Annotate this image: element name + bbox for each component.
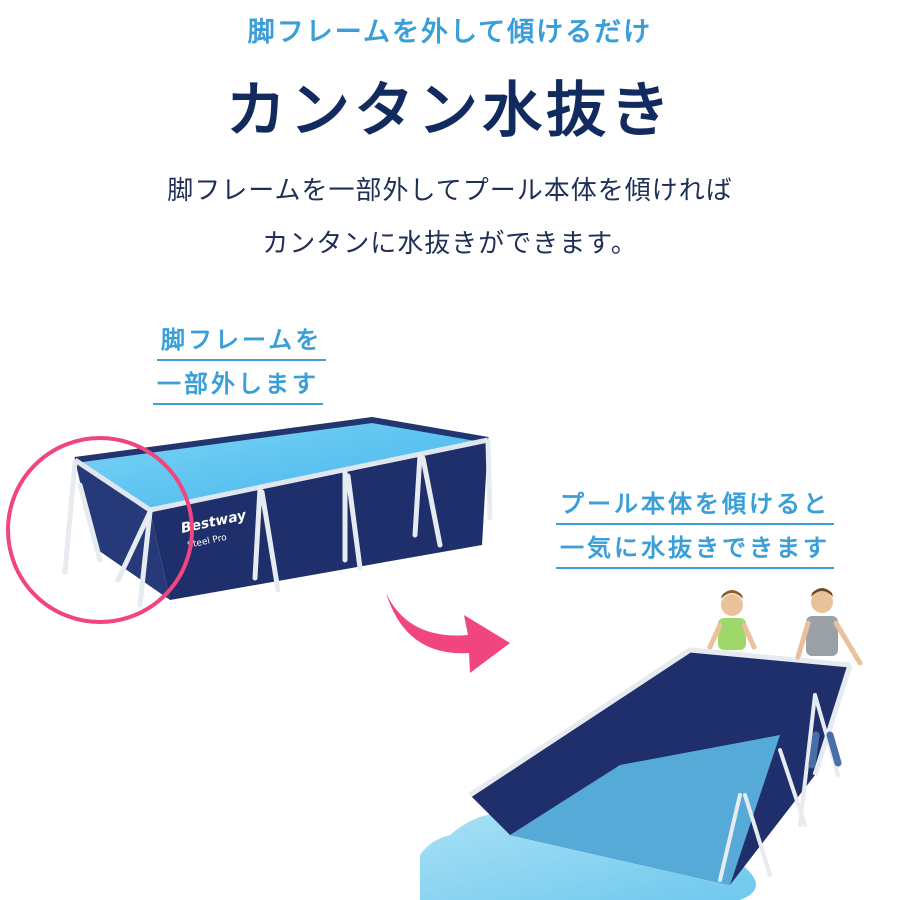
callout-right-line-2: 一気に水抜きできます bbox=[556, 528, 834, 569]
highlight-circle bbox=[6, 436, 194, 624]
headline: カンタン水抜き bbox=[226, 76, 674, 146]
person-right bbox=[795, 588, 863, 769]
description-line-1: 脚フレームを一部外してプール本体を傾ければ bbox=[167, 176, 733, 206]
callout-left-line-2: 一部外します bbox=[153, 364, 323, 405]
description-line-2: カンタンに水抜きができます。 bbox=[262, 229, 638, 259]
person-left bbox=[707, 590, 757, 650]
callout-right-line-1: プール本体を傾けると bbox=[556, 484, 834, 525]
eyebrow-text: 脚フレームを外して傾けるだけ bbox=[247, 17, 653, 48]
pool-tilted-image bbox=[420, 588, 863, 900]
arrow-right-icon bbox=[386, 593, 510, 673]
pool-upright-image: Bestway Steel Pro bbox=[6, 416, 493, 624]
callout-left-line-1: 脚フレームを bbox=[157, 320, 327, 361]
